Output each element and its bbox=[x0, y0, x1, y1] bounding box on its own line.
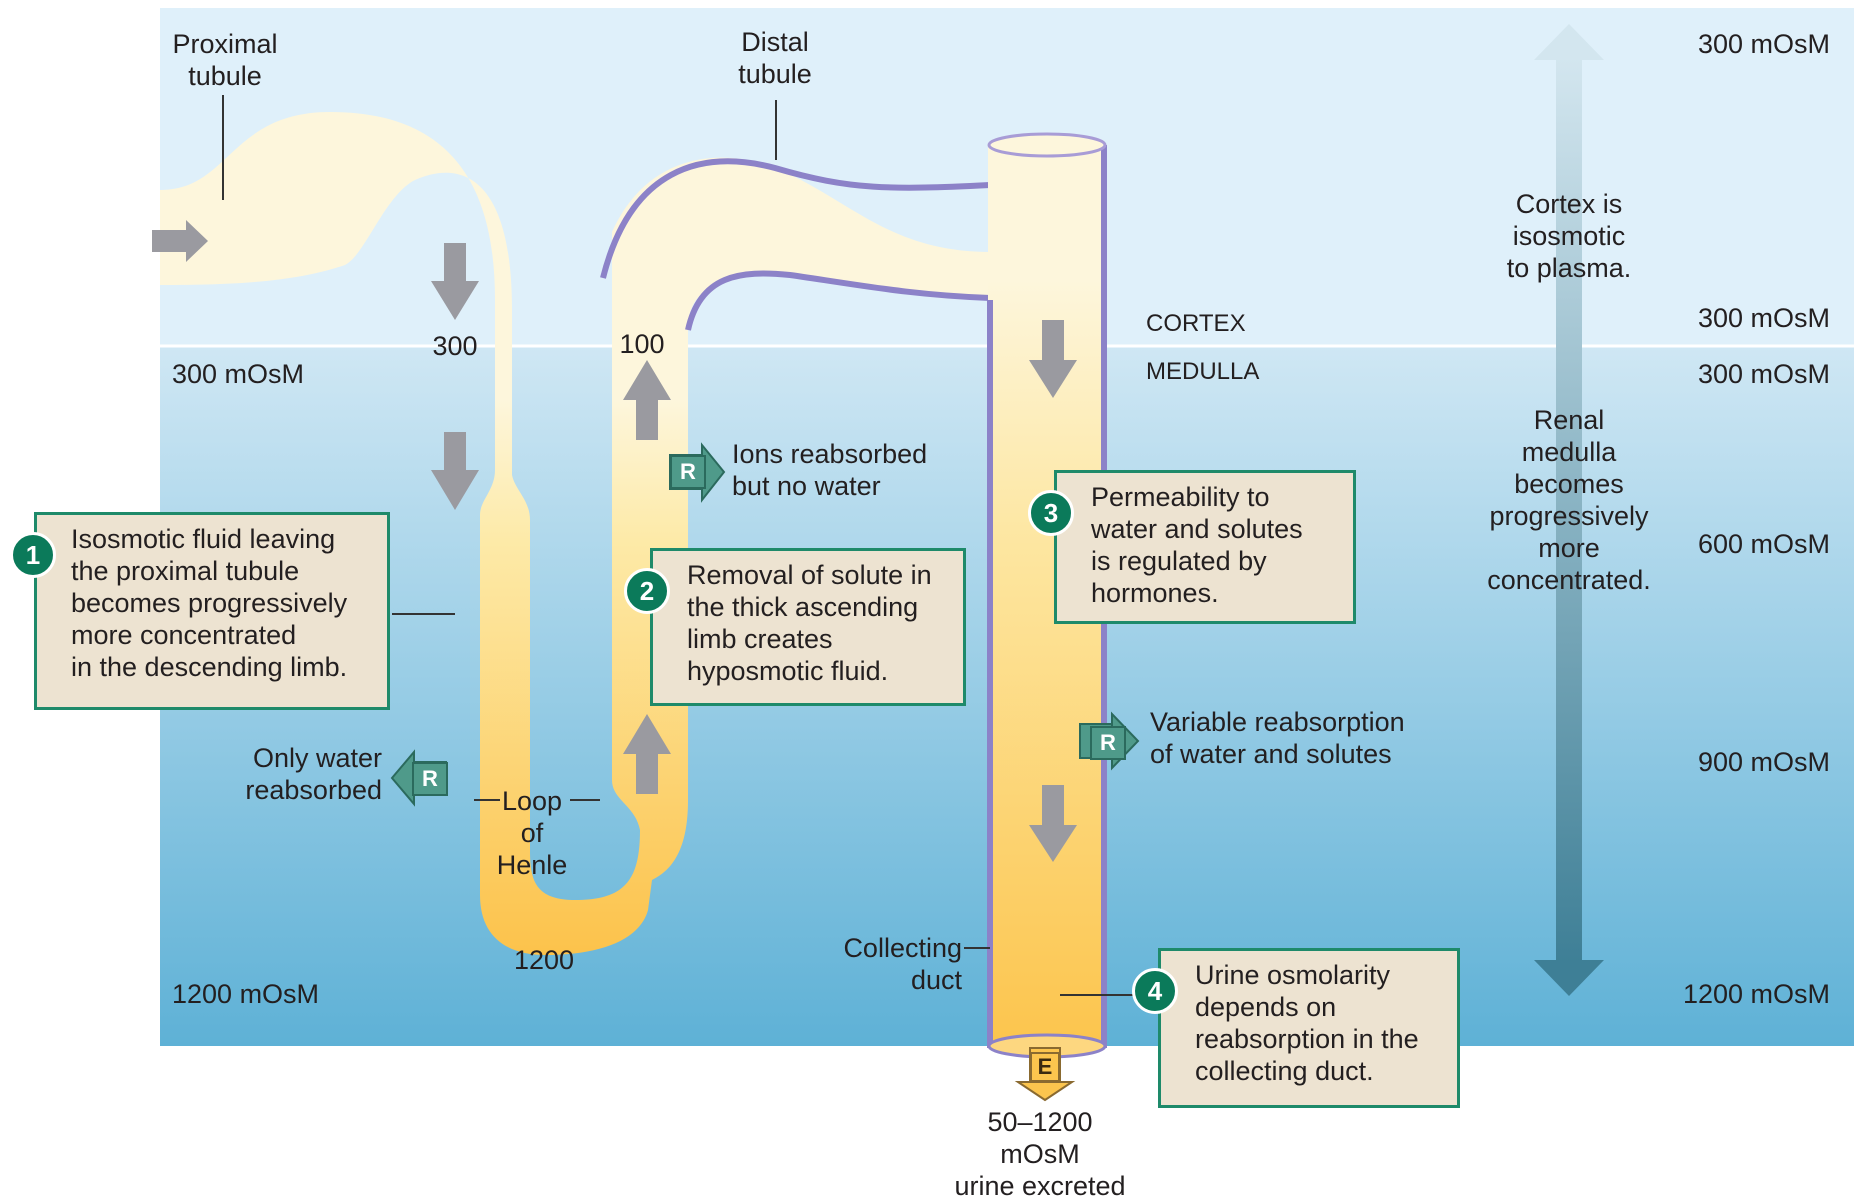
right-scale-value: 300 mOsM bbox=[1697, 359, 1830, 389]
renal-medulla-line: becomes bbox=[1514, 469, 1624, 499]
ions-reabsorbed-line: Ions reabsorbed bbox=[732, 439, 928, 469]
loop-bottom-value: 1200 bbox=[513, 945, 575, 975]
callout-line: hyposmotic fluid. bbox=[687, 656, 889, 686]
ascending-value: 100 bbox=[619, 329, 665, 359]
callout-box-2: Removal of solute in the thick ascending… bbox=[650, 548, 966, 706]
cortex-isosmotic-line: Cortex is bbox=[1515, 189, 1623, 219]
loop-of-henle-label-line: of bbox=[520, 818, 544, 848]
osmolarity-scale-arrow bbox=[1534, 24, 1604, 996]
distal-tubule-label-line: Distal bbox=[741, 27, 809, 57]
descending-value: 300 bbox=[432, 331, 478, 361]
left-scale-300: 300 mOsM bbox=[172, 359, 305, 389]
reabsorption-tag-variable: R bbox=[1090, 726, 1126, 760]
urine-excreted-line: 50–1200 bbox=[987, 1107, 1093, 1137]
callout-number-4: 4 bbox=[1132, 968, 1178, 1014]
urine-excreted-label: 50–1200 mOsM urine excreted bbox=[930, 1106, 1150, 1202]
leader-lines bbox=[222, 95, 1140, 996]
right-scale-value: 300 mOsM bbox=[1697, 29, 1830, 59]
callout-line: Isosmotic fluid leaving bbox=[71, 524, 336, 554]
collecting-duct-label-line: Collecting bbox=[843, 933, 962, 963]
only-water-line: reabsorbed bbox=[245, 775, 382, 805]
collecting-duct-label: Collecting duct bbox=[800, 932, 962, 996]
cortex-isosmotic-line: isosmotic bbox=[1512, 221, 1626, 251]
distal-tubule-label-line: tubule bbox=[738, 59, 812, 89]
renal-medulla-line: more bbox=[1538, 533, 1600, 563]
callout-line: limb creates bbox=[687, 624, 833, 654]
urine-excreted-line: mOsM bbox=[1000, 1139, 1080, 1169]
medulla-label: MEDULLA bbox=[1146, 358, 1260, 385]
callout-box-4: Urine osmolarity depends on reabsorption… bbox=[1158, 948, 1460, 1108]
cortex-isosmotic-line: to plasma. bbox=[1506, 253, 1632, 283]
flow-arrow-ascending-1 bbox=[623, 360, 671, 440]
flow-arrows bbox=[152, 220, 1077, 862]
renal-medulla-line: medulla bbox=[1521, 437, 1617, 467]
only-water-line: Only water bbox=[252, 743, 382, 773]
callout-line: Removal of solute in bbox=[687, 560, 932, 590]
callout-line: water and solutes bbox=[1091, 514, 1303, 544]
callout-line: the proximal tubule bbox=[71, 556, 300, 586]
left-scale-1200: 1200 mOsM bbox=[172, 979, 320, 1009]
callout-line: becomes progressively bbox=[71, 588, 348, 618]
proximal-tubule-label-line: Proximal bbox=[172, 29, 278, 59]
proximal-tubule-label-line: tubule bbox=[188, 61, 262, 91]
flow-arrow-duct-2 bbox=[1029, 785, 1077, 862]
renal-medulla-label: Renal medulla becomes progressively more… bbox=[1464, 404, 1674, 596]
flow-arrow-duct-1 bbox=[1029, 320, 1077, 398]
callout-line: is regulated by bbox=[1091, 546, 1267, 576]
flow-arrow-into-proximal bbox=[152, 220, 208, 262]
callout-line: the thick ascending bbox=[687, 592, 919, 622]
callout-number-3: 3 bbox=[1028, 490, 1074, 536]
right-scale-value: 900 mOsM bbox=[1697, 747, 1830, 777]
excretion-tag: E bbox=[1030, 1052, 1060, 1082]
callout-line: hormones. bbox=[1091, 578, 1219, 608]
right-scale-value: 300 mOsM bbox=[1697, 303, 1830, 333]
distal-tubule-label: Distal tubule bbox=[715, 26, 835, 90]
loop-of-henle-label: Loop of Henle bbox=[492, 785, 572, 881]
loop-of-henle-label-line: Loop bbox=[501, 786, 563, 816]
collecting-duct-label-line: duct bbox=[910, 965, 962, 995]
only-water-label: Only water reabsorbed bbox=[212, 742, 382, 806]
variable-reabsorption-line: of water and solutes bbox=[1150, 739, 1392, 769]
loop-of-henle-label-line: Henle bbox=[496, 850, 568, 880]
cortex-isosmotic-label: Cortex is isosmotic to plasma. bbox=[1474, 188, 1664, 284]
callout-line: depends on bbox=[1195, 992, 1337, 1022]
thick-limb-outline-inner bbox=[685, 270, 991, 331]
reabsorption-tag-water: R bbox=[412, 762, 448, 796]
callout-box-3: Permeability to water and solutes is reg… bbox=[1054, 470, 1356, 624]
urine-excreted-line: urine excreted bbox=[954, 1171, 1126, 1201]
renal-medulla-line: progressively bbox=[1489, 501, 1649, 531]
loop-of-henle-tubule bbox=[160, 112, 990, 955]
reabsorption-tag-ions: R bbox=[670, 455, 706, 489]
callout-line: collecting duct. bbox=[1195, 1056, 1374, 1086]
callout-line: Urine osmolarity bbox=[1195, 960, 1391, 990]
variable-reabsorption-line: Variable reabsorption bbox=[1150, 707, 1405, 737]
callout-box-1: Isosmotic fluid leaving the proximal tub… bbox=[34, 512, 390, 710]
callout-line: Permeability to bbox=[1091, 482, 1270, 512]
renal-medulla-line: Renal bbox=[1533, 405, 1605, 435]
callout-line: more concentrated bbox=[71, 620, 297, 650]
variable-reabsorption-label: Variable reabsorption of water and solut… bbox=[1150, 706, 1405, 770]
callout-number-2: 2 bbox=[624, 568, 670, 614]
ions-reabsorbed-label: Ions reabsorbed but no water bbox=[732, 438, 927, 502]
right-scale-value: 1200 mOsM bbox=[1682, 979, 1830, 1009]
proximal-tubule-label: Proximal tubule bbox=[160, 28, 290, 92]
flow-arrow-descending-2 bbox=[431, 432, 479, 510]
ions-reabsorbed-line: but no water bbox=[732, 471, 881, 501]
flow-arrow-descending-1 bbox=[431, 243, 479, 320]
renal-medulla-line: concentrated. bbox=[1487, 565, 1651, 595]
cortex-label: CORTEX bbox=[1146, 310, 1246, 337]
flow-arrow-ascending-2 bbox=[623, 714, 671, 794]
callout-line: reabsorption in the bbox=[1195, 1024, 1419, 1054]
callout-number-1: 1 bbox=[10, 532, 56, 578]
thick-limb-outline-outer bbox=[600, 158, 991, 279]
right-scale-value: 600 mOsM bbox=[1697, 529, 1830, 559]
callout-line: in the descending limb. bbox=[71, 652, 348, 682]
